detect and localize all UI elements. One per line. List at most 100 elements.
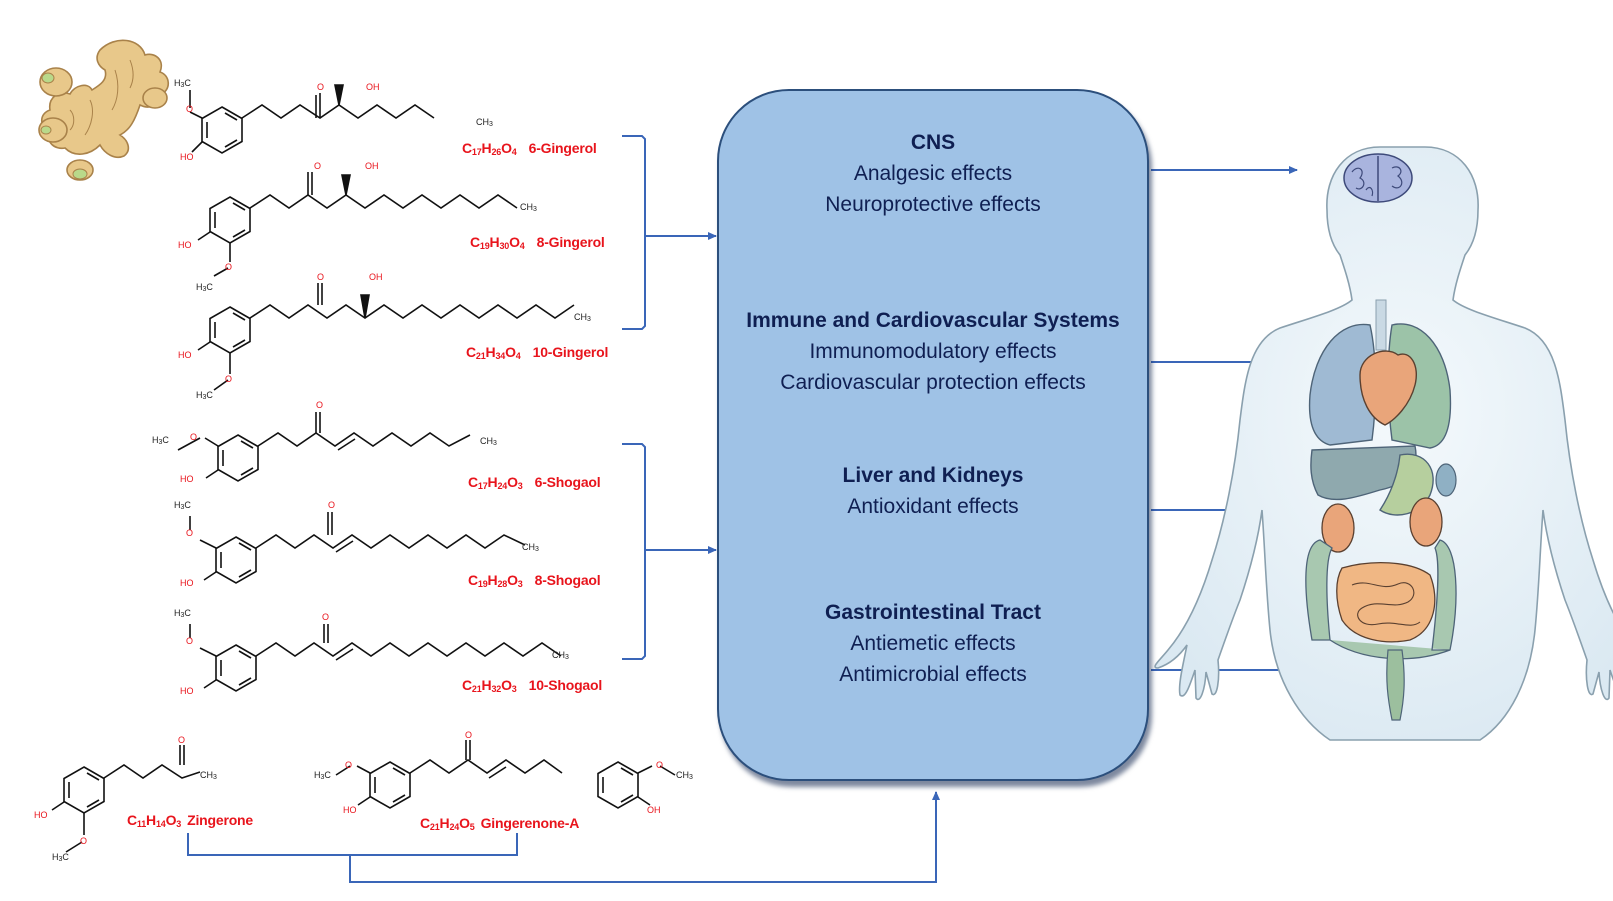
atom-label: O <box>316 400 324 410</box>
atom-label: O <box>317 82 325 92</box>
compound-name: 6-Gingerol <box>528 140 597 156</box>
molecule-8-shogaol <box>189 512 526 584</box>
formula: C17H24O3 <box>468 474 523 491</box>
effects-box: CNS Analgesic effects Neuroprotective ef… <box>717 89 1149 781</box>
atom-label: O <box>178 735 186 745</box>
atom-label: O <box>322 612 330 622</box>
formula: C21H34O4 <box>466 344 521 361</box>
effect-item: Antioxidant effects <box>847 495 1019 518</box>
molecule-8-gingerol <box>197 172 518 277</box>
atom-label: O <box>80 836 88 846</box>
molecule-structures <box>51 84 676 853</box>
atom-label: O <box>225 374 233 384</box>
effect-section-gi-tract: Gastrointestinal Tract Antiemetic effect… <box>719 598 1147 690</box>
compound-label-gingerenone-a: C21H24O5 Gingerenone-A <box>420 815 579 832</box>
atom-label: CH3 <box>480 436 497 447</box>
atom-label: H3C <box>196 390 213 401</box>
atom-label: O <box>656 760 664 770</box>
compound-name: 6-Shogaol <box>534 474 601 490</box>
molecule-gingerenone-a <box>335 740 676 809</box>
atom-label: HO <box>180 152 194 162</box>
atom-label: OH <box>366 82 380 92</box>
atom-label: HO <box>34 810 48 820</box>
atom-label: HO <box>180 686 194 696</box>
section-title: CNS <box>910 131 956 154</box>
compound-name: Zingerone <box>187 812 253 828</box>
compound-name: 8-Gingerol <box>536 234 605 250</box>
body-silhouette <box>1154 146 1613 741</box>
atom-label: O <box>190 432 198 442</box>
rectum-icon <box>1386 649 1405 721</box>
molecule-6-shogaol <box>177 412 471 482</box>
atom-label: O <box>317 272 325 282</box>
compound-label-zingerone: C11H14O3 Zingerone <box>127 812 253 829</box>
compound-name: 8-Shogaol <box>534 572 601 588</box>
compound-label-6-shogaol: C17H24O3 6-Shogaol <box>468 474 601 491</box>
atom-label: CH3 <box>552 650 569 661</box>
brain-icon <box>1343 153 1413 203</box>
atom-label: O <box>465 730 473 740</box>
atom-label: O <box>345 760 353 770</box>
atom-label: CH3 <box>574 312 591 323</box>
spleen-icon <box>1435 463 1457 497</box>
atom-label: OH <box>647 805 661 815</box>
effect-item: Immunomodulatory effects <box>809 340 1057 363</box>
compound-label-10-shogaol: C21H32O3 10-Shogaol <box>462 677 602 694</box>
atom-label: OH <box>365 161 379 171</box>
atom-label: CH3 <box>520 202 537 213</box>
molecule-10-gingerol <box>197 283 575 391</box>
compound-label-8-shogaol: C19H28O3 8-Shogaol <box>468 572 601 589</box>
atom-label: HO <box>180 578 194 588</box>
effect-section-immune-cardio: Immune and Cardiovascular Systems Immuno… <box>719 306 1147 398</box>
formula: C17H26O4 <box>462 140 517 157</box>
atom-label: CH3 <box>676 770 693 781</box>
trachea <box>1375 299 1387 351</box>
compound-name: 10-Shogaol <box>528 677 603 693</box>
kidney-left-icon <box>1321 503 1355 553</box>
bracket-gingerols <box>622 135 646 330</box>
compound-label-8-gingerol: C19H30O4 8-Gingerol <box>470 234 605 251</box>
kidney-right-icon <box>1409 497 1443 547</box>
colon-icon <box>1305 539 1457 660</box>
bracket-shogaols <box>622 443 646 660</box>
compound-name: Gingerenone-A <box>480 815 580 831</box>
formula: C19H28O3 <box>468 572 523 589</box>
effect-section-liver-kidneys: Liver and Kidneys Antioxidant effects <box>719 461 1147 522</box>
atom-label: CH3 <box>476 117 493 128</box>
atom-label: CH3 <box>522 542 539 553</box>
arrow-others-to-box <box>349 791 940 883</box>
formula: C21H24O5 <box>420 815 475 832</box>
atom-label: CH3 <box>200 770 217 781</box>
bracket-others <box>187 833 518 856</box>
atom-label: H3C <box>174 500 191 511</box>
atom-label: O <box>225 262 233 272</box>
heart-icon <box>1359 350 1417 426</box>
atom-label: HO <box>343 805 357 815</box>
atom-label: H3C <box>52 852 69 863</box>
formula: C21H32O3 <box>462 677 517 694</box>
atom-label: H3C <box>174 78 191 89</box>
molecule-6-gingerol <box>189 84 435 154</box>
section-title: Gastrointestinal Tract <box>825 601 1041 624</box>
compound-label-10-gingerol: C21H34O4 10-Gingerol <box>466 344 608 361</box>
atom-label: H3C <box>174 608 191 619</box>
atom-label: H3C <box>152 435 169 446</box>
atom-label: HO <box>178 240 192 250</box>
compound-name: 10-Gingerol <box>532 344 609 360</box>
formula: C19H30O4 <box>470 234 525 251</box>
effect-item: Antimicrobial effects <box>839 663 1027 686</box>
effect-item: Cardiovascular protection effects <box>780 371 1086 394</box>
effect-item: Neuroprotective effects <box>825 193 1041 216</box>
ginger-root-icon <box>38 39 170 181</box>
atom-label: O <box>186 104 194 114</box>
atom-label: O <box>186 528 194 538</box>
section-title: Liver and Kidneys <box>842 464 1024 487</box>
atom-label: HO <box>180 474 194 484</box>
atom-label: O <box>328 500 336 510</box>
atom-label: H3C <box>196 282 213 293</box>
formula: C11H14O3 <box>127 812 182 829</box>
effect-item: Antiemetic effects <box>850 632 1016 655</box>
